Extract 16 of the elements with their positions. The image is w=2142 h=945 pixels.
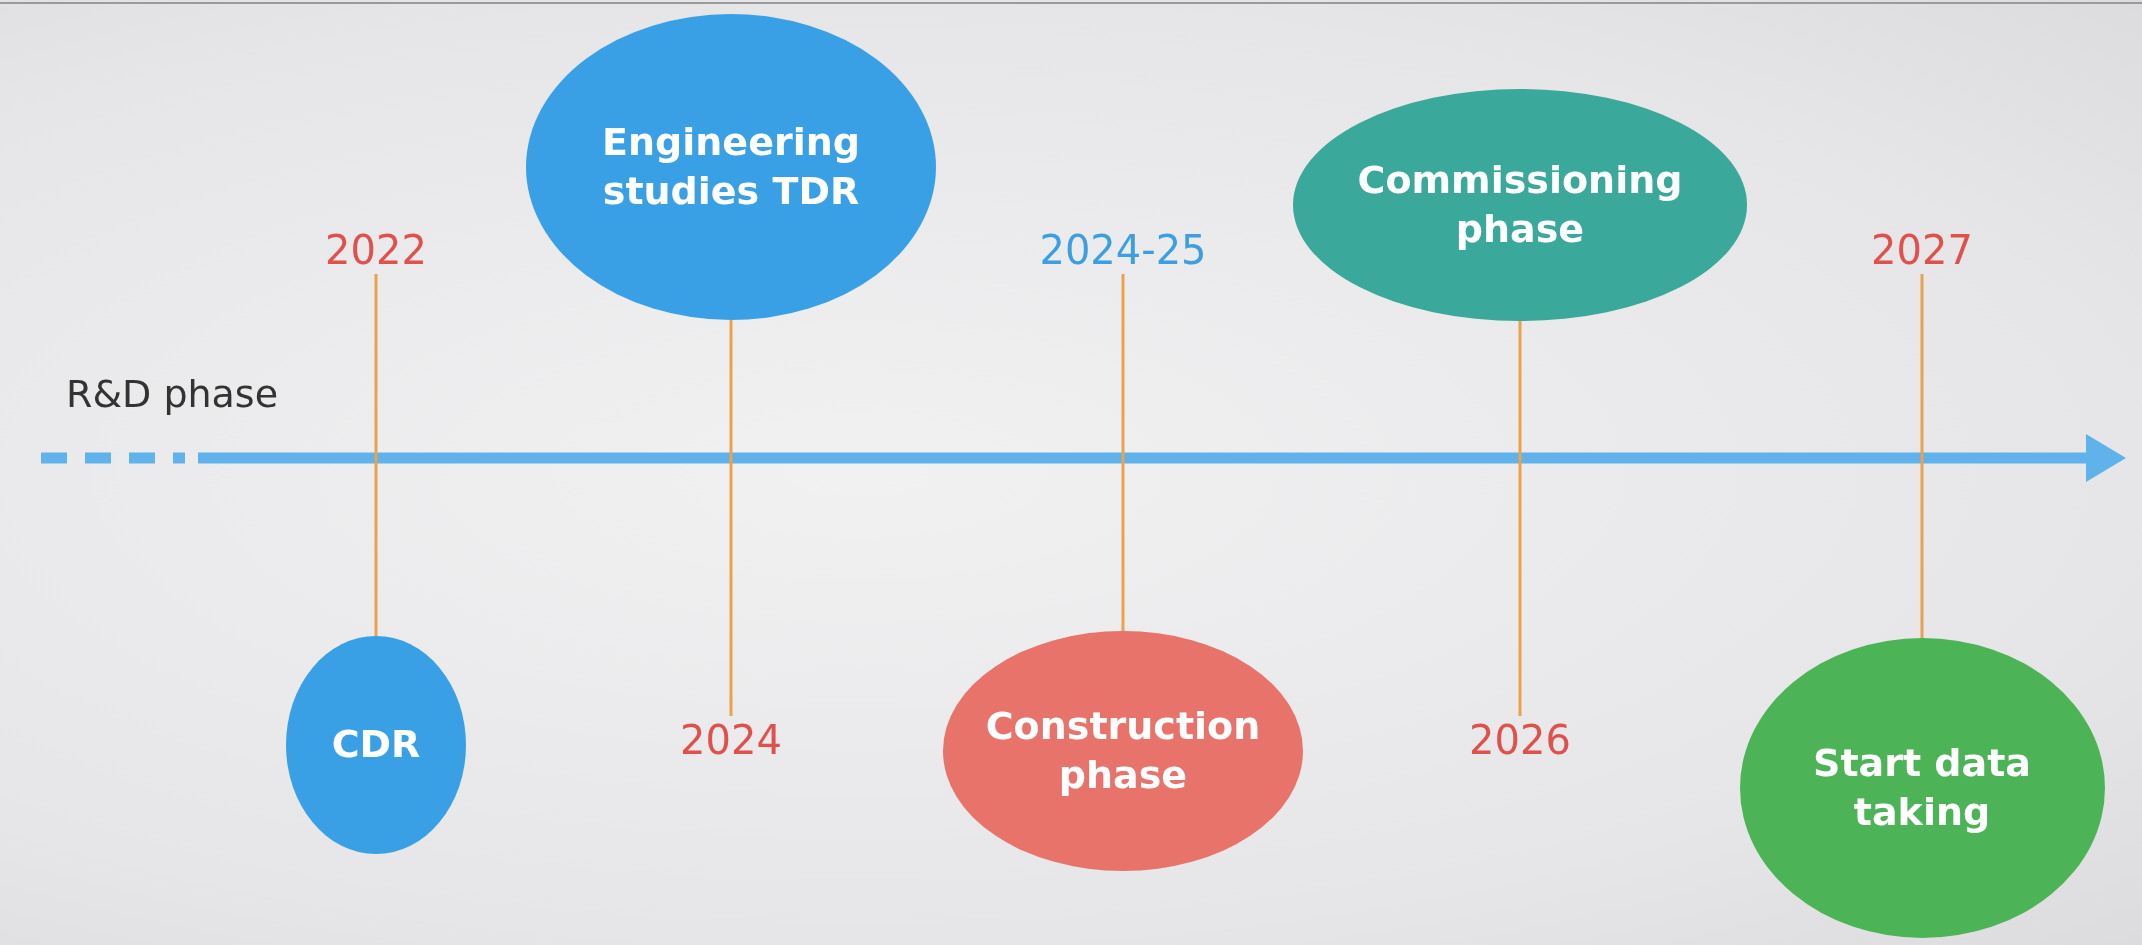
phase-text: Commissioning phase <box>1356 156 1684 253</box>
year-label: 2027 <box>1871 226 1973 274</box>
phase-label: R&D phase <box>66 372 279 416</box>
year-label: 2024-25 <box>1039 226 1207 274</box>
phase-text: Construction phase <box>984 702 1262 799</box>
year-label: 2024 <box>680 716 782 764</box>
connector-line <box>1121 274 1125 631</box>
connector-line <box>729 320 733 716</box>
year-label: 2022 <box>325 226 427 274</box>
connector-line <box>1920 274 1924 638</box>
connector-line <box>1518 321 1522 716</box>
year-label: 2026 <box>1469 716 1571 764</box>
phase-text: Start data taking <box>1812 739 2032 836</box>
phase-text: Engineering studies TDR <box>601 118 861 215</box>
connector-line <box>374 274 378 636</box>
phase-text: CDR <box>331 721 421 769</box>
